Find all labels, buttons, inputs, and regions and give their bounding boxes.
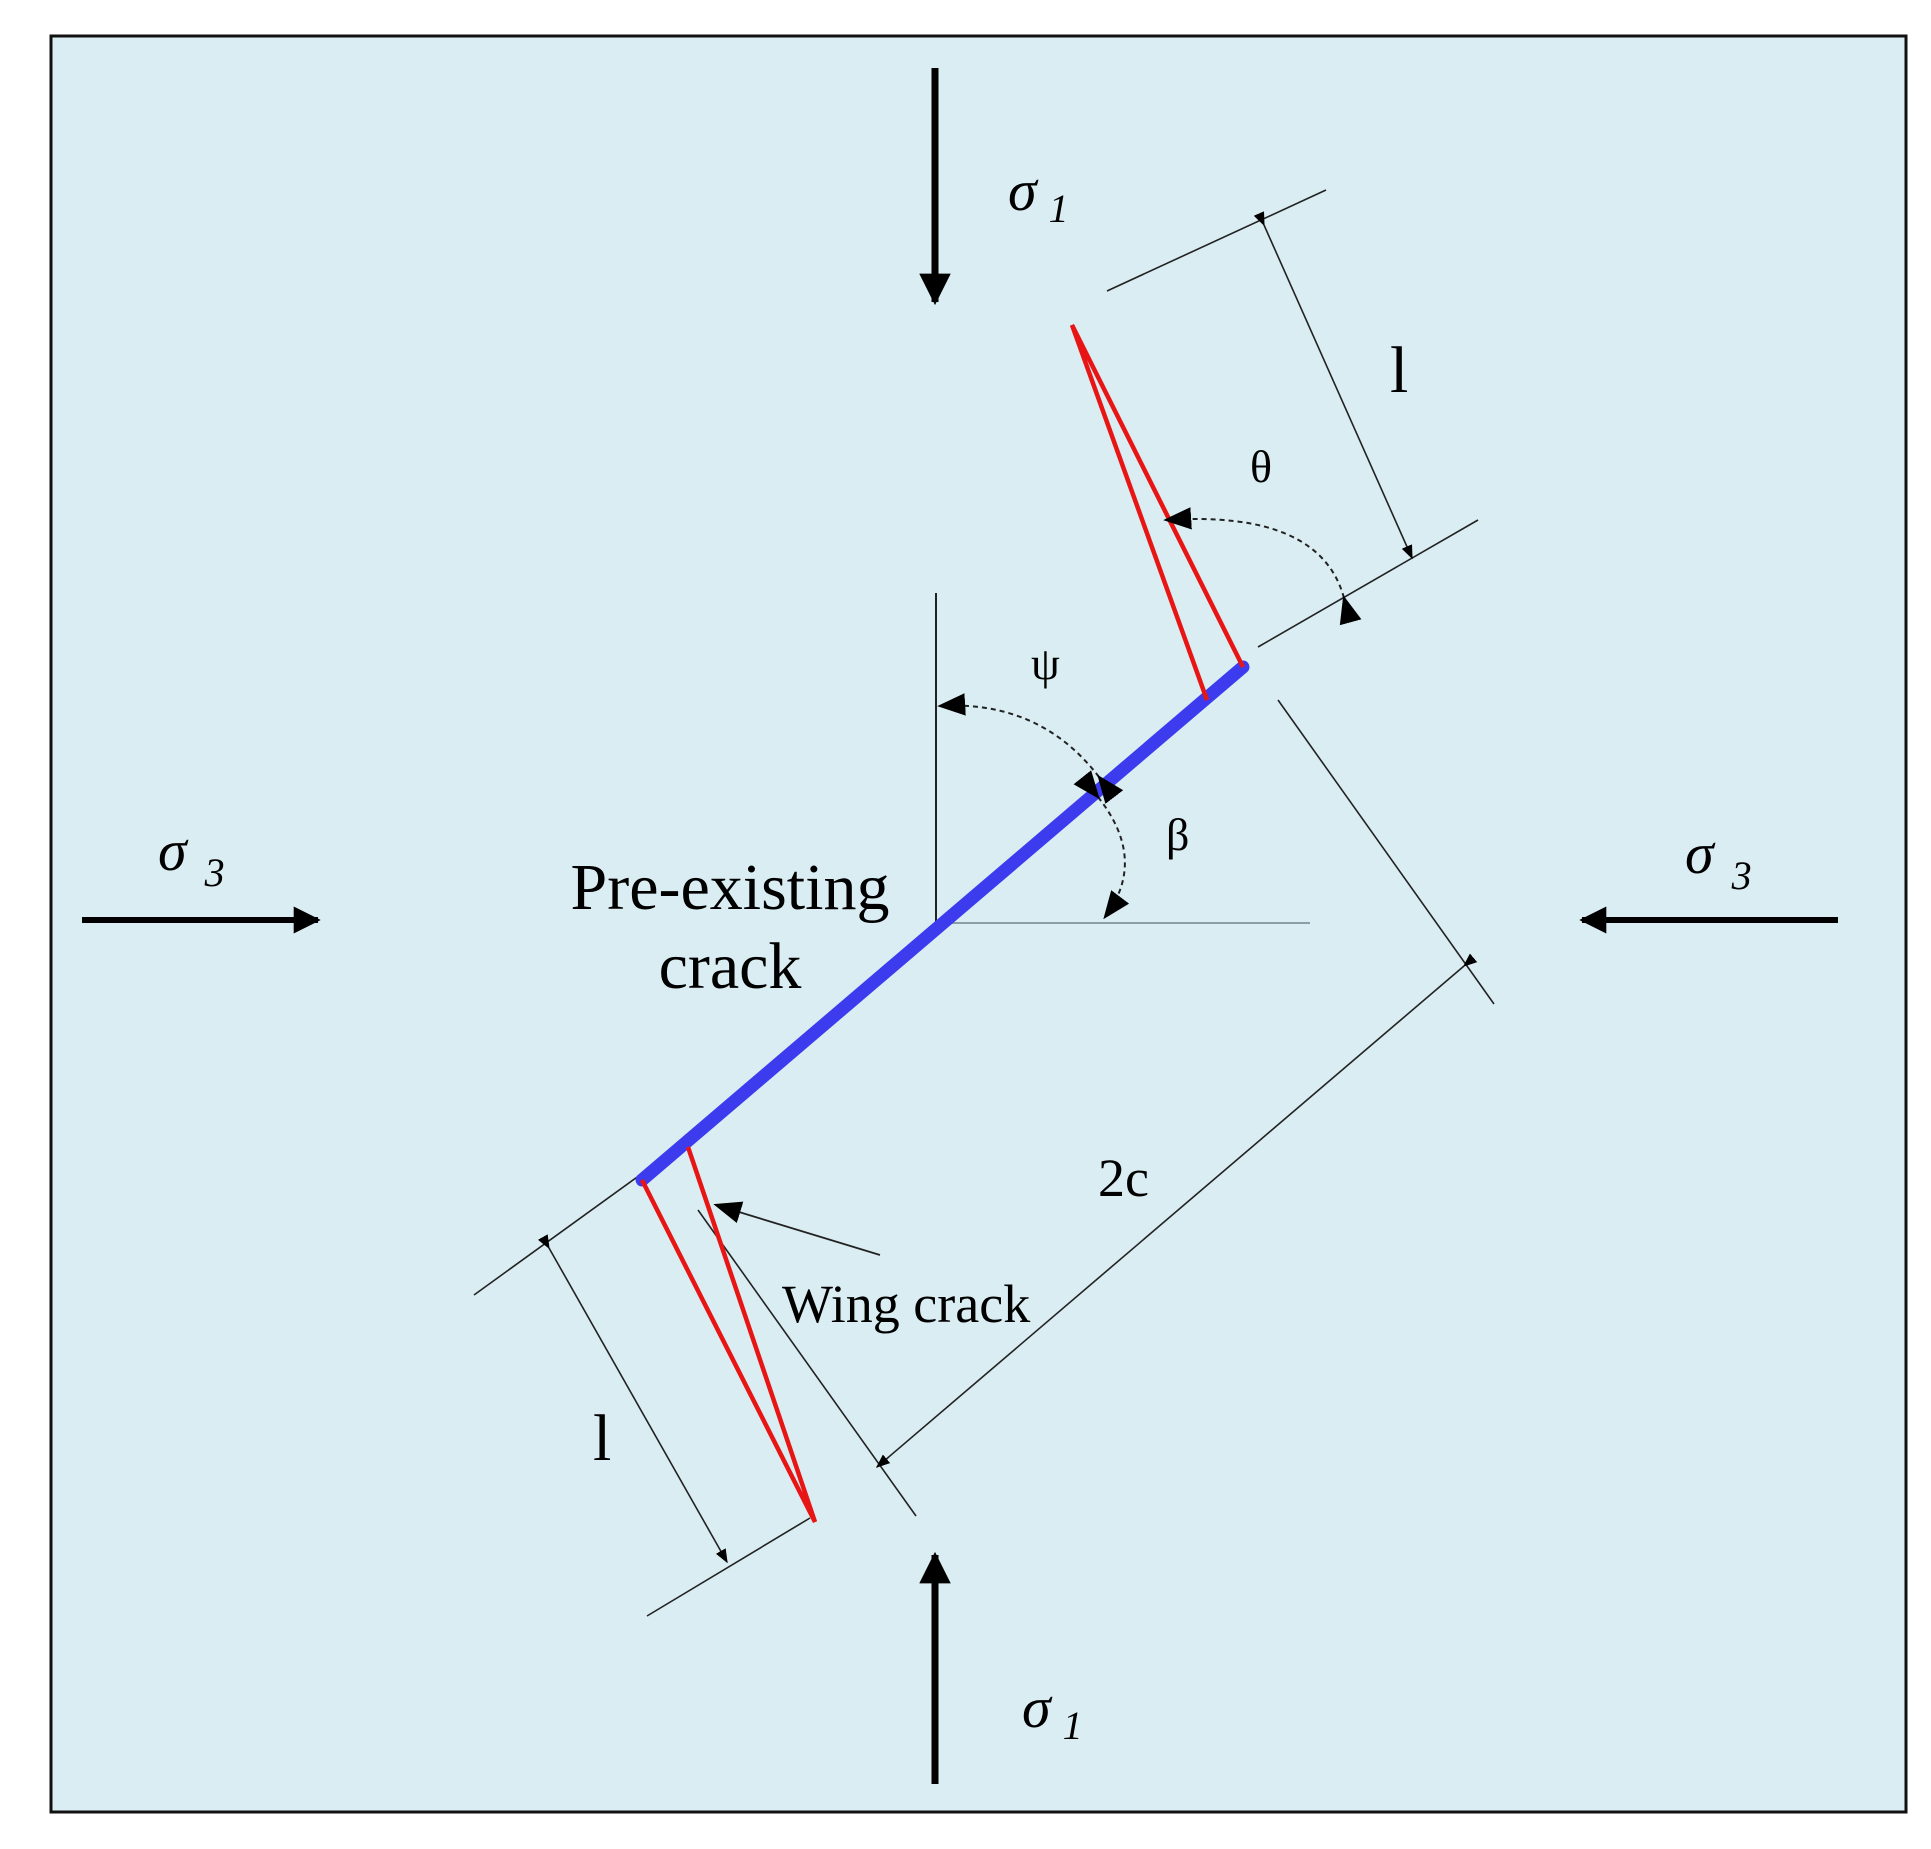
pre-existing-crack bbox=[635, 660, 1250, 1187]
wing-crack-leader bbox=[713, 1201, 881, 1256]
wing-crack-bottom bbox=[639, 1146, 818, 1524]
psi-arc bbox=[937, 693, 1124, 804]
crack-length-dimension bbox=[697, 699, 1495, 1517]
pre-existing-crack-label-line1: Pre-existing bbox=[571, 851, 890, 924]
wing-crack-label: Wing crack bbox=[782, 1274, 1030, 1334]
top-length-dimension bbox=[1106, 189, 1479, 648]
theta-arc bbox=[1163, 507, 1362, 626]
length-bottom-label: l bbox=[593, 1402, 611, 1475]
pre-existing-crack-label-line2: crack bbox=[659, 930, 802, 1003]
beta-label: β bbox=[1166, 809, 1189, 860]
half-length-label: 2c bbox=[1098, 1148, 1149, 1208]
psi-label: ψ bbox=[1031, 638, 1060, 689]
bottom-length-dimension bbox=[473, 1174, 811, 1617]
length-top-label: l bbox=[1390, 334, 1408, 407]
theta-label: θ bbox=[1250, 441, 1272, 492]
